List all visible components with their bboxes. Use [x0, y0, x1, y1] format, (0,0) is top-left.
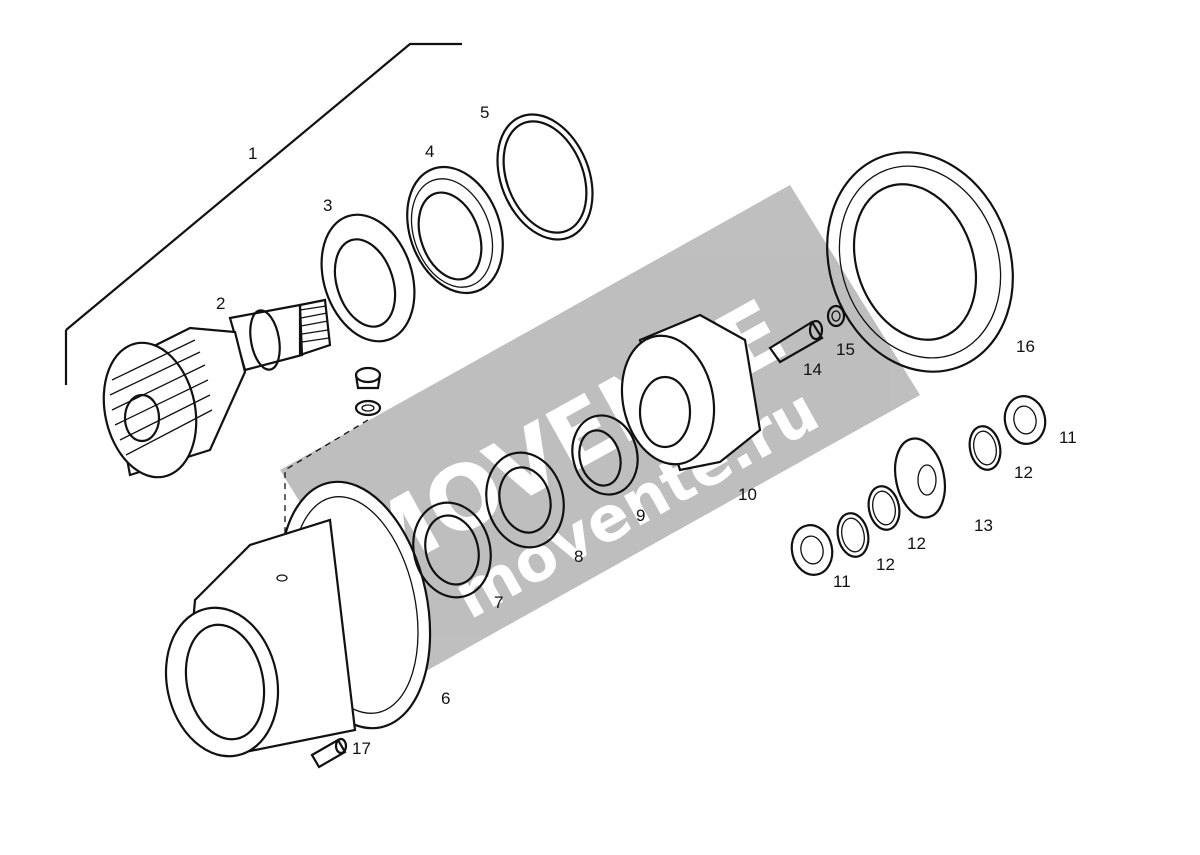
callout-15: 15	[836, 340, 855, 359]
bracket-assembly-1	[64, 42, 462, 385]
part-10-planet-carrier	[620, 313, 762, 472]
callout-8: 8	[574, 547, 583, 566]
part-6-housing	[164, 480, 432, 758]
callout-14: 14	[803, 360, 822, 379]
part-4-tapered-bearing	[406, 165, 504, 295]
callout-7: 7	[494, 593, 503, 612]
callout-12-mid: 12	[907, 534, 926, 553]
callout-9: 9	[636, 506, 645, 525]
callout-11-right: 11	[1059, 428, 1077, 447]
part-2-pinion-shaft	[102, 298, 332, 479]
part-3-spacer-ring	[320, 213, 416, 343]
callout-10: 10	[738, 485, 757, 504]
part-5-o-ring	[496, 113, 594, 241]
part-8-bearing-race	[485, 451, 565, 549]
part-12-circlip-mid	[867, 485, 901, 531]
callout-12-right: 12	[1014, 463, 1033, 482]
callout-11-left: 11	[833, 572, 851, 591]
part-15-washer	[826, 304, 846, 328]
callout-3: 3	[323, 196, 332, 215]
callout-5: 5	[480, 103, 489, 122]
watermark-band	[280, 185, 920, 680]
part-16-ring-gear	[826, 151, 1014, 373]
callout-1: 1	[248, 144, 257, 163]
callout-2: 2	[216, 294, 225, 313]
part-7-bearing	[412, 501, 492, 599]
part-17-roll-pin	[310, 737, 348, 769]
callouts: 1 2 3 4 5 6 7 8 9 10 11 11 12 12 12 13 1…	[216, 103, 1077, 758]
part-12-circlip-left	[836, 512, 870, 558]
part-9-toothed-ring	[571, 414, 639, 496]
part-11-bearing-left	[790, 524, 834, 576]
part-13-gear	[893, 437, 947, 519]
callout-6: 6	[441, 689, 450, 708]
callout-12-left: 12	[876, 555, 895, 574]
callout-4: 4	[425, 142, 434, 161]
callout-17: 17	[352, 739, 371, 758]
part-12-circlip-right	[968, 425, 1002, 471]
part-11-bearing-right	[1003, 395, 1047, 445]
callout-16: 16	[1016, 337, 1035, 356]
part-14-pin	[768, 319, 824, 364]
callout-13: 13	[974, 516, 993, 535]
